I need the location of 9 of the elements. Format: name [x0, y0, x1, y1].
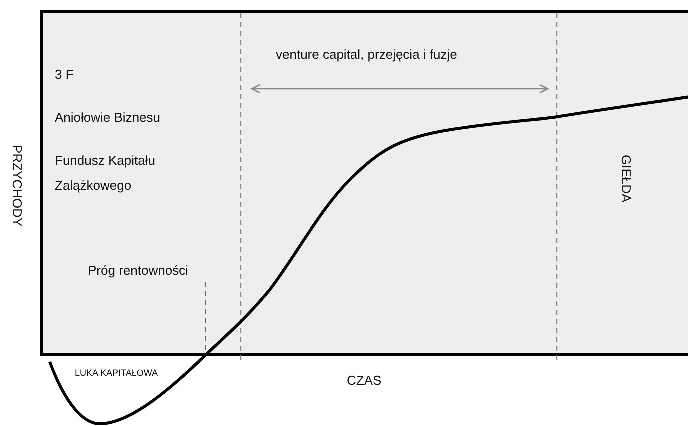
annotation-text: CZAS	[347, 372, 383, 390]
annotation-text: LUKA KAPITAŁOWA	[75, 367, 160, 380]
annotation-text: 3 F	[55, 66, 75, 84]
annotation-text: Aniołowie Biznesu	[55, 109, 162, 127]
annotation-text: Fundusz Kapitału Zalążkowego	[55, 152, 156, 195]
annotation-text: Próg rentowności	[88, 262, 190, 280]
annotation-text: venture capital, przejęcia i fuzje	[276, 46, 458, 64]
axis-label: PRZYCHODY	[9, 145, 26, 227]
axis-label: GIEŁDA	[618, 155, 635, 203]
